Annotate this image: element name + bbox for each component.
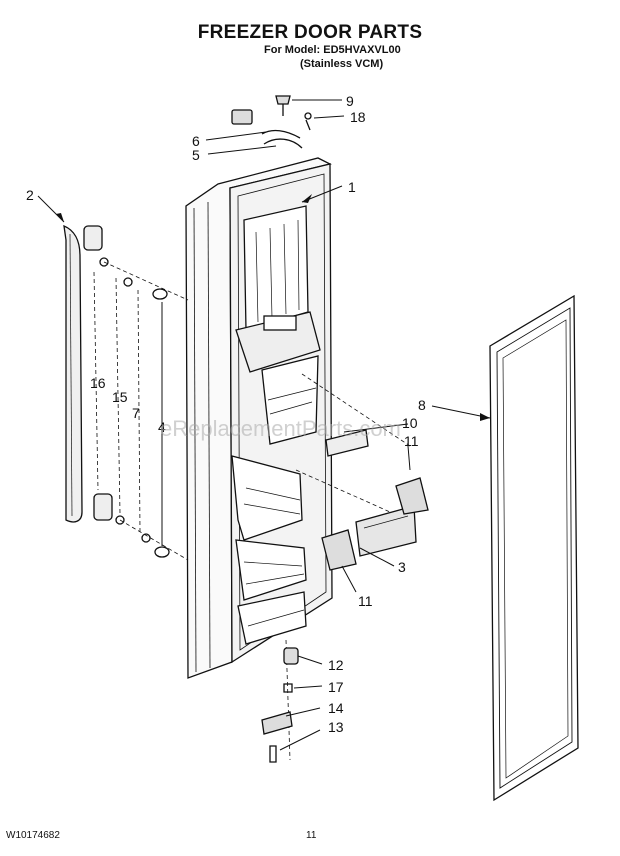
callout-4: 4 <box>158 419 166 435</box>
door-gasket <box>489 294 579 802</box>
wire-harness <box>261 129 303 149</box>
callout-13: 13 <box>328 719 344 735</box>
hinge-plate <box>261 711 293 735</box>
callout-16: 16 <box>90 375 106 391</box>
dispenser-trim <box>325 429 369 457</box>
page-number: 11 <box>306 830 317 841</box>
door-bin-trim <box>355 505 417 557</box>
callout-5: 5 <box>192 147 200 163</box>
handle-mount-upper <box>83 225 103 251</box>
callout-2: 2 <box>26 187 34 203</box>
callout-17: 17 <box>328 679 344 695</box>
watermark: eReplacementParts.com <box>160 416 401 441</box>
doc-number: W10174682 <box>6 830 60 841</box>
bin-end-cap-right <box>395 477 429 515</box>
callout-14: 14 <box>328 700 344 716</box>
callout-11-b: 11 <box>358 593 373 609</box>
callout-12: 12 <box>328 657 344 673</box>
callout-1: 1 <box>348 179 356 195</box>
door-bin-mid <box>231 455 303 541</box>
door-handle <box>63 224 83 523</box>
model-line: For Model: ED5HVAXVL00 <box>264 44 401 56</box>
callout-6: 6 <box>192 133 200 149</box>
handle-mount-lower <box>93 493 113 521</box>
callout-9: 9 <box>346 93 354 109</box>
page-title: FREEZER DOOR PARTS <box>197 22 423 43</box>
bin-end-cap-left <box>321 529 357 571</box>
switch-connector <box>231 109 253 125</box>
callout-15: 15 <box>112 389 128 405</box>
callout-7: 7 <box>132 405 140 421</box>
variant-line: (Stainless VCM) <box>300 58 384 70</box>
door-bin-lower <box>235 539 307 601</box>
callout-18: 18 <box>350 109 366 125</box>
callout-8: 8 <box>418 397 426 413</box>
door-bin-upper <box>261 355 319 445</box>
callout-3: 3 <box>398 559 406 575</box>
callout-11-a: 11 <box>404 433 419 449</box>
hinge-pin <box>283 647 299 665</box>
callout-10: 10 <box>402 415 418 431</box>
